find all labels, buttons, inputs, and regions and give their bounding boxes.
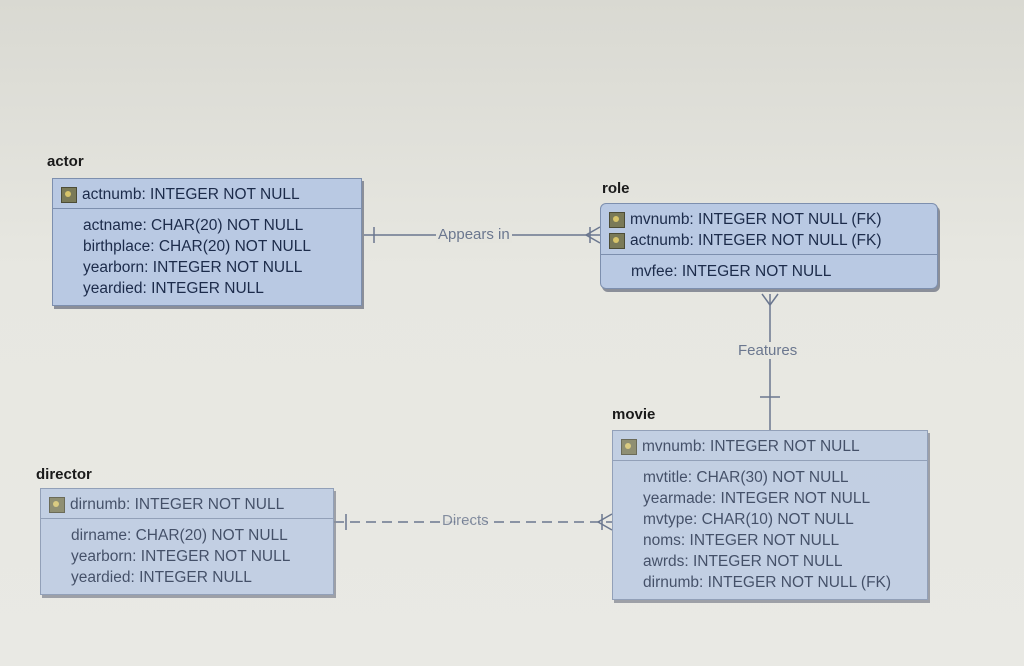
role-pk-attribute: mvnumb: INTEGER NOT NULL (FK): [609, 209, 929, 230]
movie-attribute: awrds: INTEGER NOT NULL: [643, 553, 843, 570]
director-entity-title: director: [36, 466, 92, 483]
primary-key-icon: [61, 186, 77, 203]
features-crowfoot-right: [769, 293, 779, 306]
director-attribute: dirname: CHAR(20) NOT NULL: [71, 527, 288, 544]
directs-crowfoot-top: [597, 513, 613, 523]
actor-primary-key-section: actnumb: INTEGER NOT NULL: [53, 179, 361, 209]
movie-attribute: yearmade: INTEGER NOT NULL: [643, 490, 871, 507]
role-entity[interactable]: mvnumb: INTEGER NOT NULL (FK) actnumb: I…: [600, 203, 938, 289]
actor-attribute: yearborn: INTEGER NOT NULL: [83, 259, 303, 276]
role-attributes: mvfee: INTEGER NOT NULL: [601, 255, 937, 288]
appears-in-crowfoot-top: [585, 226, 601, 236]
movie-attribute: noms: INTEGER NOT NULL: [643, 532, 840, 549]
director-pk-text: dirnumb: INTEGER NOT NULL: [70, 496, 285, 513]
features-crowfoot-left: [761, 293, 771, 306]
primary-key-icon: [609, 232, 625, 249]
actor-pk-text: actnumb: INTEGER NOT NULL: [82, 186, 300, 203]
movie-attributes: mvtitle: CHAR(30) NOT NULL yearmade: INT…: [613, 461, 927, 599]
primary-key-icon: [609, 211, 625, 228]
movie-pk-attribute: mvnumb: INTEGER NOT NULL: [621, 436, 919, 457]
actor-entity[interactable]: actnumb: INTEGER NOT NULL actname: CHAR(…: [52, 178, 362, 306]
primary-key-icon: [621, 438, 637, 455]
directs-label: Directs: [440, 512, 491, 529]
movie-entity[interactable]: mvnumb: INTEGER NOT NULL mvtitle: CHAR(3…: [612, 430, 928, 600]
director-attribute: yeardied: INTEGER NULL: [71, 569, 252, 586]
appears-in-crowfoot-bottom: [585, 234, 601, 244]
movie-entity-title: movie: [612, 406, 656, 423]
directs-crowfoot-bottom: [597, 521, 613, 531]
movie-attribute: mvtitle: CHAR(30) NOT NULL: [643, 469, 849, 486]
director-attributes: dirname: CHAR(20) NOT NULL yearborn: INT…: [41, 519, 333, 594]
movie-attribute: dirnumb: INTEGER NOT NULL (FK): [643, 574, 892, 591]
features-label: Features: [736, 342, 800, 359]
director-entity[interactable]: dirnumb: INTEGER NOT NULL dirname: CHAR(…: [40, 488, 334, 595]
movie-primary-key-section: mvnumb: INTEGER NOT NULL: [613, 431, 927, 461]
actor-pk-attribute: actnumb: INTEGER NOT NULL: [61, 184, 353, 205]
primary-key-icon: [49, 496, 65, 513]
movie-pk-text: mvnumb: INTEGER NOT NULL: [642, 438, 860, 455]
movie-attribute: mvtype: CHAR(10) NOT NULL: [643, 511, 854, 528]
role-primary-key-section: mvnumb: INTEGER NOT NULL (FK) actnumb: I…: [601, 204, 937, 255]
actor-entity-title: actor: [47, 153, 84, 170]
actor-attribute: yeardied: INTEGER NULL: [83, 280, 264, 297]
role-entity-title: role: [602, 180, 630, 197]
actor-attribute: birthplace: CHAR(20) NOT NULL: [83, 238, 311, 255]
role-pk-text: mvnumb: INTEGER NOT NULL (FK): [630, 211, 882, 228]
appears-in-label: Appears in: [436, 226, 512, 243]
role-attribute: mvfee: INTEGER NOT NULL: [631, 263, 832, 280]
director-attribute: yearborn: INTEGER NOT NULL: [71, 548, 291, 565]
director-pk-attribute: dirnumb: INTEGER NOT NULL: [49, 494, 325, 515]
role-pk-text: actnumb: INTEGER NOT NULL (FK): [630, 232, 882, 249]
actor-attributes: actname: CHAR(20) NOT NULL birthplace: C…: [53, 209, 361, 305]
director-primary-key-section: dirnumb: INTEGER NOT NULL: [41, 489, 333, 519]
actor-attribute: actname: CHAR(20) NOT NULL: [83, 217, 304, 234]
role-pk-attribute: actnumb: INTEGER NOT NULL (FK): [609, 230, 929, 251]
